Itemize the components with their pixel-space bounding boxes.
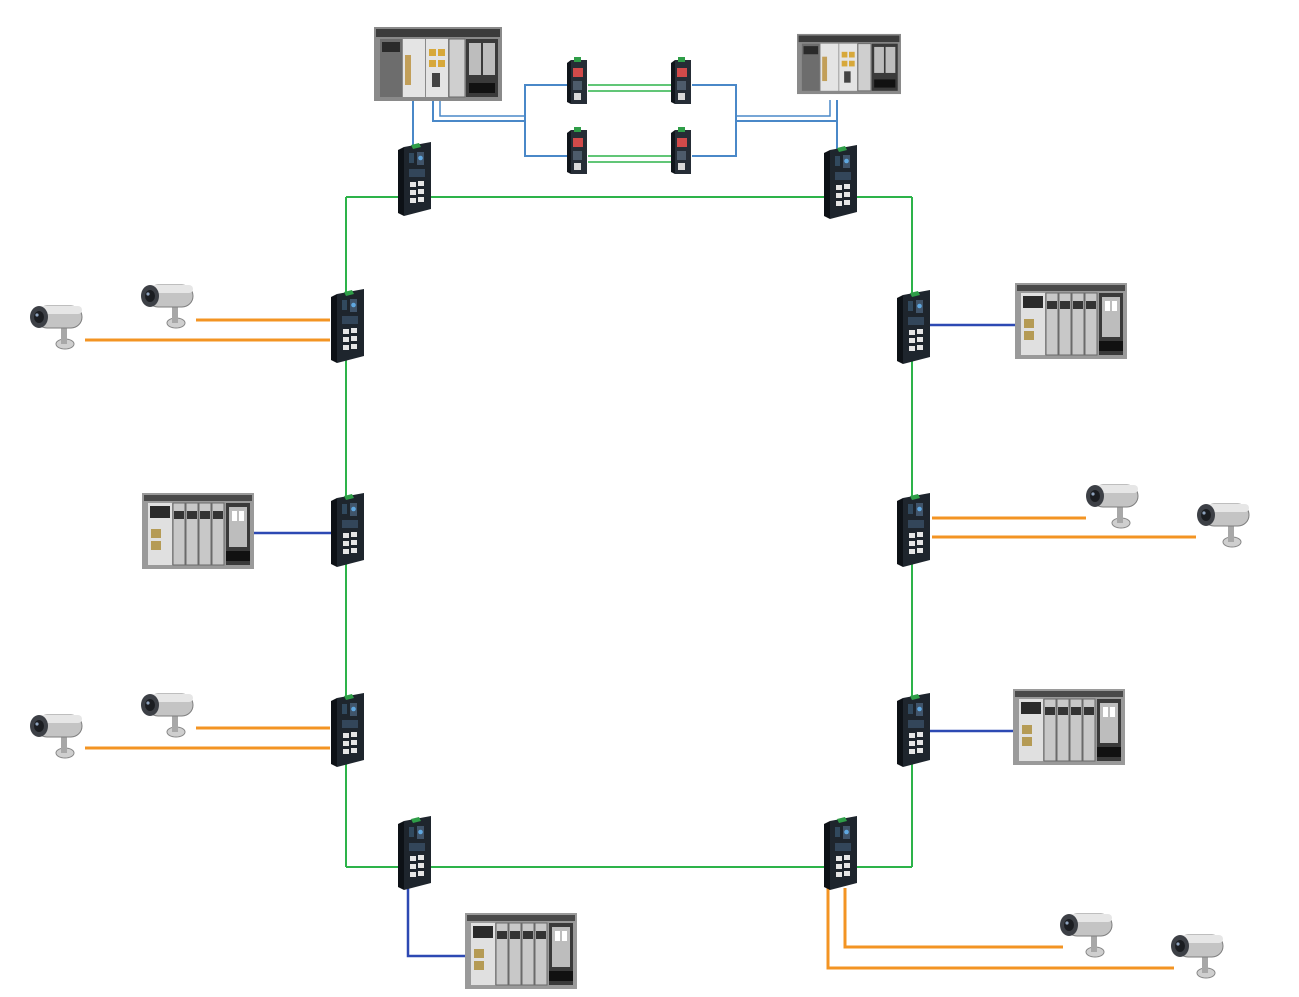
camera-r2-b-device [1196,503,1250,548]
camera-l1-b-device [140,284,194,329]
fiber-pair-top [588,84,671,92]
fiber-pair-bottom [588,155,671,163]
camera-l3-b-device [140,693,194,738]
switch-right-3-device [897,693,930,767]
switch-left-2-device [331,493,364,567]
switch-bottom-left-device [398,816,431,890]
plc-right-1-device [1015,283,1127,359]
plc-master-right-device [797,33,901,95]
converter-1-device [567,57,587,104]
switch-bottom-right-device [824,816,857,890]
converter-3-device [567,127,587,174]
plc-bottom-device [465,913,577,989]
cable-camera-br-a [843,888,1063,949]
cable-camera-br-b [826,888,1174,970]
camera-br-a-device [1059,913,1113,958]
plc-left-2-device [142,493,254,569]
switch-right-1-device [897,290,930,364]
switch-left-1-device [331,289,364,363]
converter-loop-left [432,84,567,157]
converter-4-device [671,127,691,174]
connection-links [85,84,1196,970]
camera-l1-a-device [29,305,83,350]
camera-l3-a-device [29,714,83,759]
switch-top-left-device [398,142,431,216]
camera-br-b-device [1170,934,1224,979]
camera-r2-a-device [1085,484,1139,529]
switch-right-2-device [897,493,930,567]
converter-loop-right-inner [736,100,831,117]
network-devices [29,27,1250,989]
link-switch-bottom-left-plc [406,887,466,958]
converter-loop-left-inner [439,100,525,117]
plc-right-3-device [1013,689,1125,765]
converter-2-device [671,57,691,104]
switch-left-3-device [331,693,364,767]
plc-master-left-device [374,27,502,101]
converter-loop-right [692,84,838,157]
switch-top-right-device [824,145,857,219]
